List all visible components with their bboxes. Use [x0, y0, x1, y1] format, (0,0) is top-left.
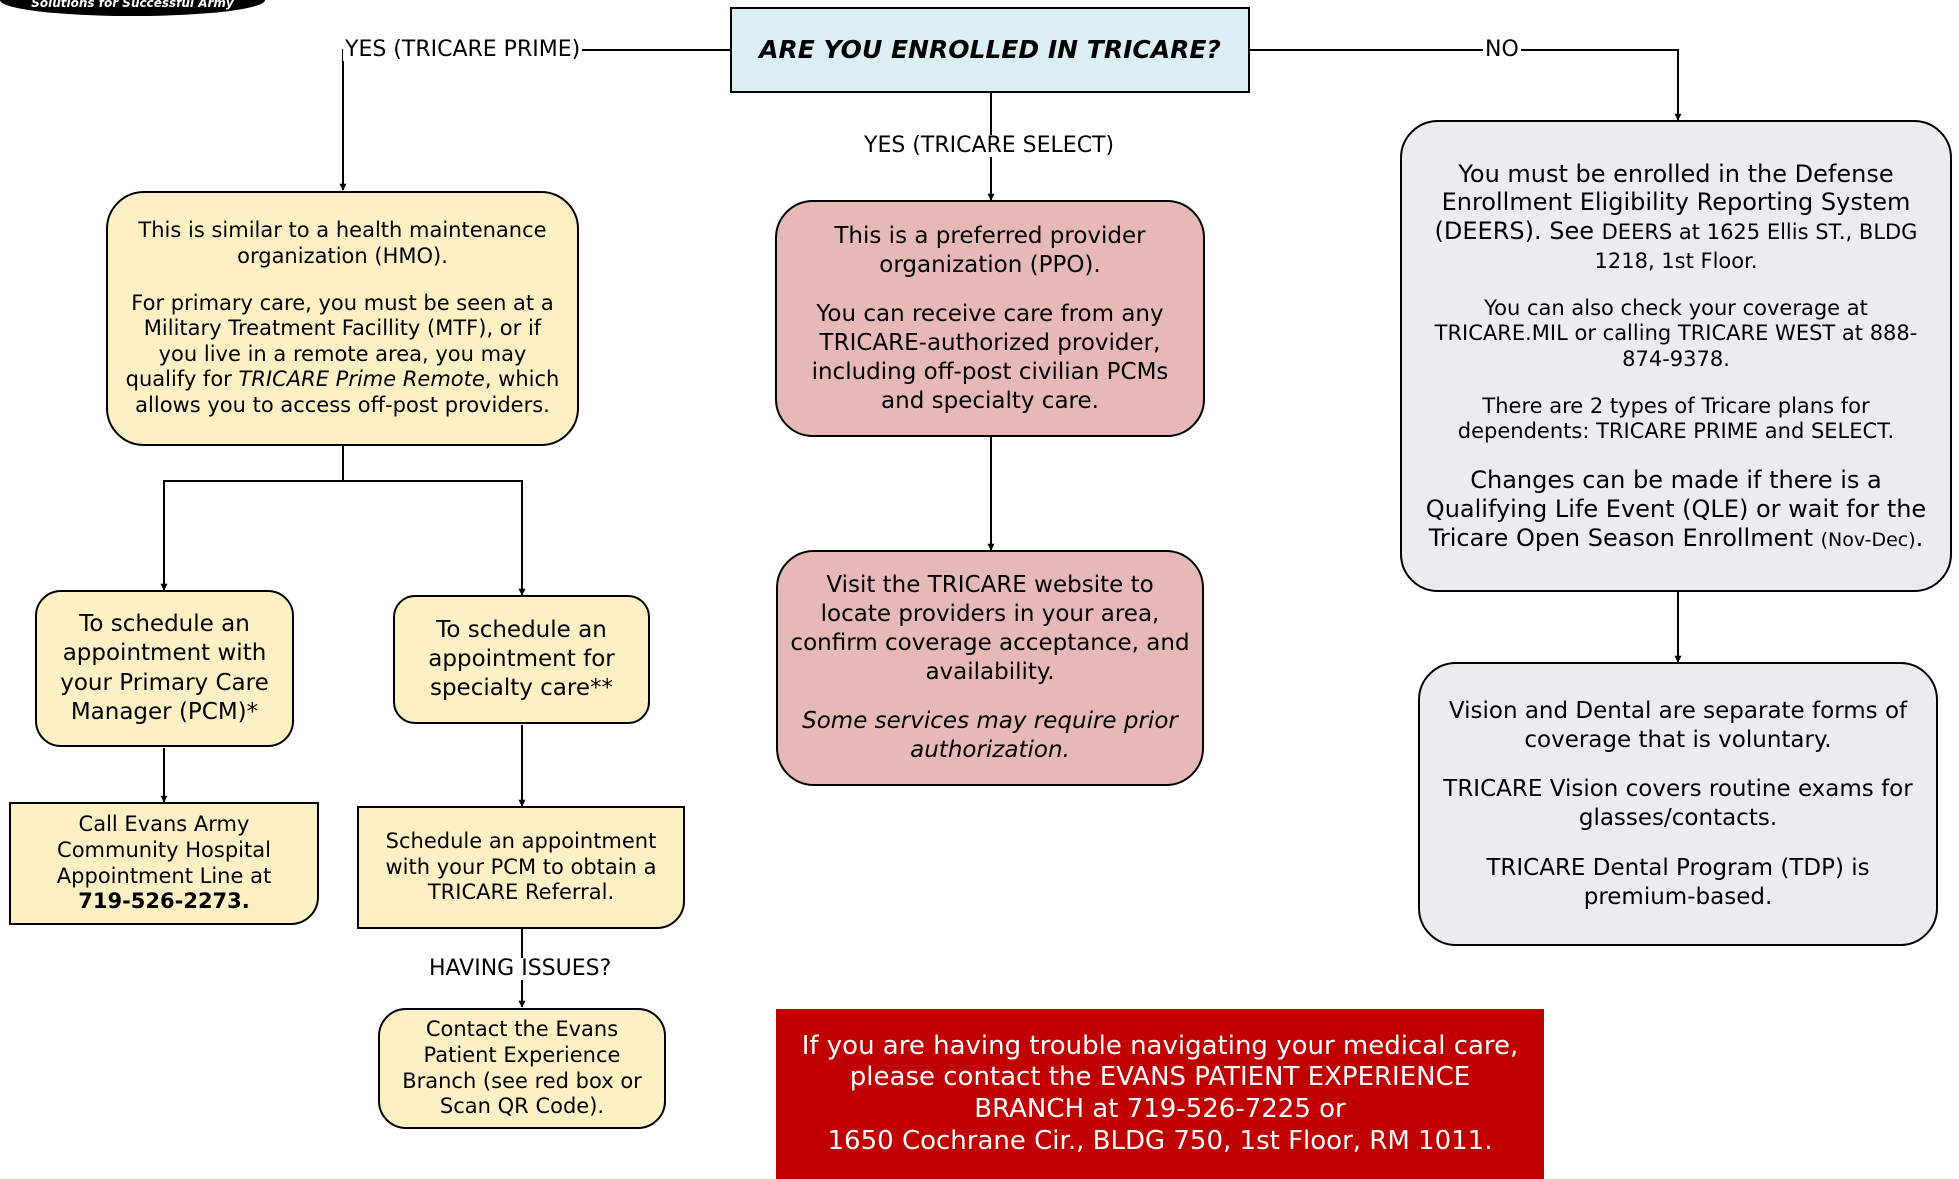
pcm-call-box: Call Evans Army Community Hospital Appoi…: [9, 802, 319, 925]
patient-experience-alert: If you are having trouble navigating you…: [776, 1009, 1544, 1179]
select-visit-text: Visit the TRICARE website to locate prov…: [790, 572, 1190, 685]
question-box: ARE YOU ENROLLED IN TRICARE?: [730, 7, 1250, 93]
connector-yes-prime: [339, 49, 731, 191]
vision-text: TRICARE Vision covers routine exams for …: [1443, 776, 1913, 831]
specialty-referral-box: Schedule an appointment with your PCM to…: [357, 806, 685, 929]
connector-prime-split: [160, 446, 344, 591]
prime-remote-term: TRICARE Prime Remote: [238, 367, 485, 392]
alert-line-4: 1650 Cochrane Cir., BLDG 750, 1st Floor,…: [827, 1125, 1493, 1156]
connector-no: [1250, 49, 1682, 121]
select-ppo-box: This is a preferred provider organizatio…: [775, 200, 1205, 437]
appointment-phone: 719-526-2273.: [78, 889, 250, 914]
specialty-referral-text: Schedule an appointment with your PCM to…: [385, 829, 657, 905]
prime-hmo-box: This is similar to a health maintenance …: [106, 191, 579, 446]
label-having-issues: HAVING ISSUES?: [427, 956, 614, 981]
select-visit-box: Visit the TRICARE website to locate prov…: [776, 550, 1204, 786]
select-authorization-text: Some services may require prior authoriz…: [802, 708, 1178, 763]
specialty-schedule-text: To schedule an appointment for specialty…: [428, 616, 615, 702]
alert-line-3: BRANCH at 719-526-7225 or: [974, 1094, 1346, 1124]
select-providers-text: You can receive care from any TRICARE-au…: [811, 301, 1169, 414]
vision-dental-text: Vision and Dental are separate forms of …: [1448, 697, 1908, 753]
prime-hmo-text: This is similar to a health maintenance …: [138, 218, 547, 268]
alert-line-1: If you are having trouble navigating you…: [801, 1030, 1519, 1061]
vision-dental-box: Vision and Dental are separate forms of …: [1418, 662, 1938, 946]
prime-mtf-text: For primary care, you must be seen at a …: [125, 290, 560, 418]
question-text: ARE YOU ENROLLED IN TRICARE?: [759, 35, 1221, 65]
label-yes-select: YES (TRICARE SELECT): [862, 133, 1117, 158]
pcm-call-text: Call Evans Army Community Hospital Appoi…: [56, 812, 272, 914]
plan-types-text: There are 2 types of Tricare plans for d…: [1457, 393, 1895, 444]
logo: Solutions for Successful Army: [0, 0, 265, 16]
contact-evans-box: Contact the Evans Patient Experience Bra…: [378, 1008, 666, 1129]
contact-evans-text: Contact the Evans Patient Experience Bra…: [402, 1017, 642, 1119]
select-ppo-text: This is a preferred provider organizatio…: [834, 222, 1146, 278]
dental-text: TRICARE Dental Program (TDP) is premium-…: [1486, 854, 1870, 910]
deers-text: You must be enrolled in the Defense Enro…: [1434, 159, 1918, 274]
qle-text: Changes can be made if there is a Qualif…: [1425, 465, 1927, 552]
label-no: NO: [1483, 37, 1521, 62]
connector-prime-specialty: [343, 480, 526, 596]
deers-box: You must be enrolled in the Defense Enro…: [1400, 120, 1952, 592]
alert-line-2: please contact the EVANS PATIENT EXPERIE…: [849, 1062, 1471, 1093]
pcm-schedule-box: To schedule an appointment with your Pri…: [35, 590, 294, 747]
pcm-schedule-text: To schedule an appointment with your Pri…: [60, 611, 269, 725]
label-yes-prime: YES (TRICARE PRIME): [343, 37, 583, 62]
specialty-schedule-box: To schedule an appointment for specialty…: [393, 595, 650, 724]
coverage-check-text: You can also check your coverage at TRIC…: [1434, 295, 1918, 372]
